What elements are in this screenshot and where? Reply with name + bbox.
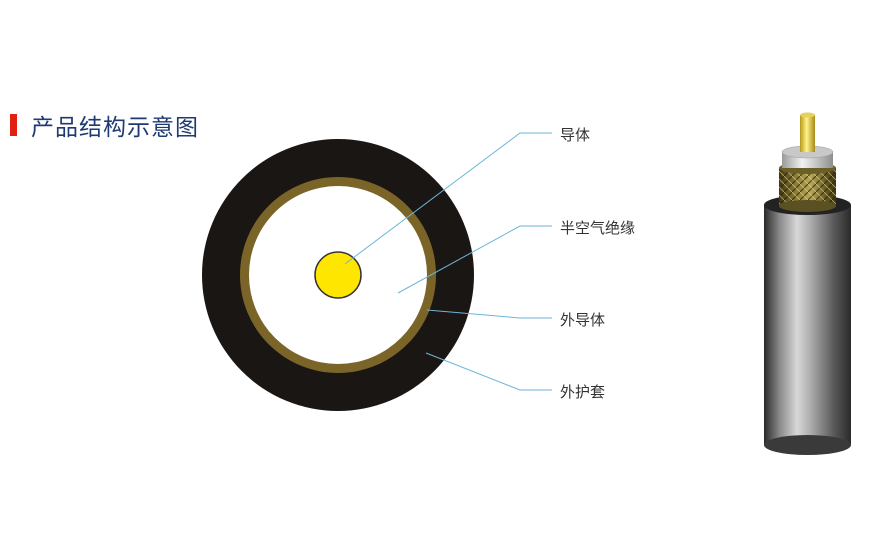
cable-jacket <box>764 205 851 445</box>
leader-line-insulation <box>397 225 552 294</box>
cross-section <box>202 139 474 411</box>
label-semi-air-insulation: 半空气绝缘 <box>560 219 636 237</box>
page-title: 产品结构示意图 <box>31 115 199 141</box>
leader-line-outer-conductor <box>426 309 552 319</box>
leader-line-conductor <box>344 132 552 265</box>
cable-3d-illustration <box>764 112 851 455</box>
cable-bottom <box>764 435 851 455</box>
leader-lines <box>344 132 552 391</box>
cable-center-conductor <box>800 115 815 152</box>
label-outer-jacket: 外护套 <box>560 383 606 401</box>
conductor-core <box>314 251 362 299</box>
title-accent-bar <box>10 114 17 136</box>
label-outer-conductor: 外导体 <box>560 311 606 329</box>
leader-line-outer-jacket <box>425 352 552 391</box>
label-conductor: 导体 <box>560 126 591 144</box>
section-header: 产品结构示意图 <box>10 108 199 142</box>
